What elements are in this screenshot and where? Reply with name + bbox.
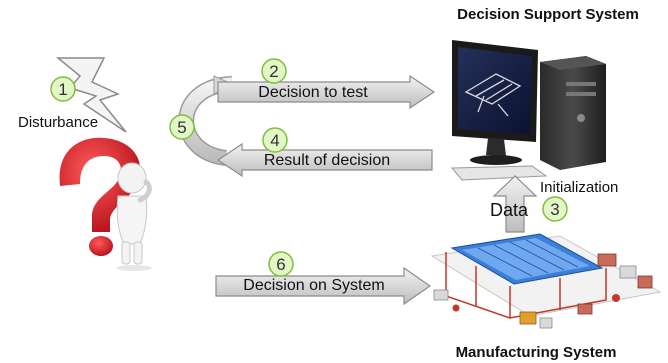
data-label: Data [490, 200, 529, 220]
result-of-decision-label: Result of decision [264, 152, 390, 169]
decision-on-system-arrow [215, 266, 432, 306]
step-6-badge: 6 [268, 251, 294, 277]
step-4-badge: 4 [262, 127, 288, 153]
data-up-arrow [492, 175, 538, 233]
step-3-badge: 3 [542, 196, 568, 222]
manufacturing-plant-icon [430, 233, 662, 329]
disturbance-label: Disturbance [18, 114, 98, 131]
step-1-badge: 1 [50, 76, 76, 102]
computer-icon [450, 40, 606, 181]
step-2-badge: 2 [261, 58, 287, 84]
step-6-number: 6 [276, 255, 285, 274]
manufacturing-system-label: Manufacturing System [456, 344, 617, 361]
decision-on-system-label: Decision on System [243, 277, 384, 294]
step-3-number: 3 [550, 200, 559, 219]
step-1-number: 1 [58, 80, 67, 99]
decision-support-system-title: Decision Support System [457, 6, 639, 23]
step-4-number: 4 [270, 131, 279, 150]
decision-to-test-arrow [217, 74, 436, 110]
step-5-number: 5 [177, 118, 186, 137]
step-5-badge: 5 [169, 114, 195, 140]
thinking-person-question-icon [59, 137, 152, 271]
decision-to-test-label: Decision to test [258, 84, 368, 101]
step-2-number: 2 [269, 62, 278, 81]
initialization-label: Initialization [540, 179, 618, 196]
